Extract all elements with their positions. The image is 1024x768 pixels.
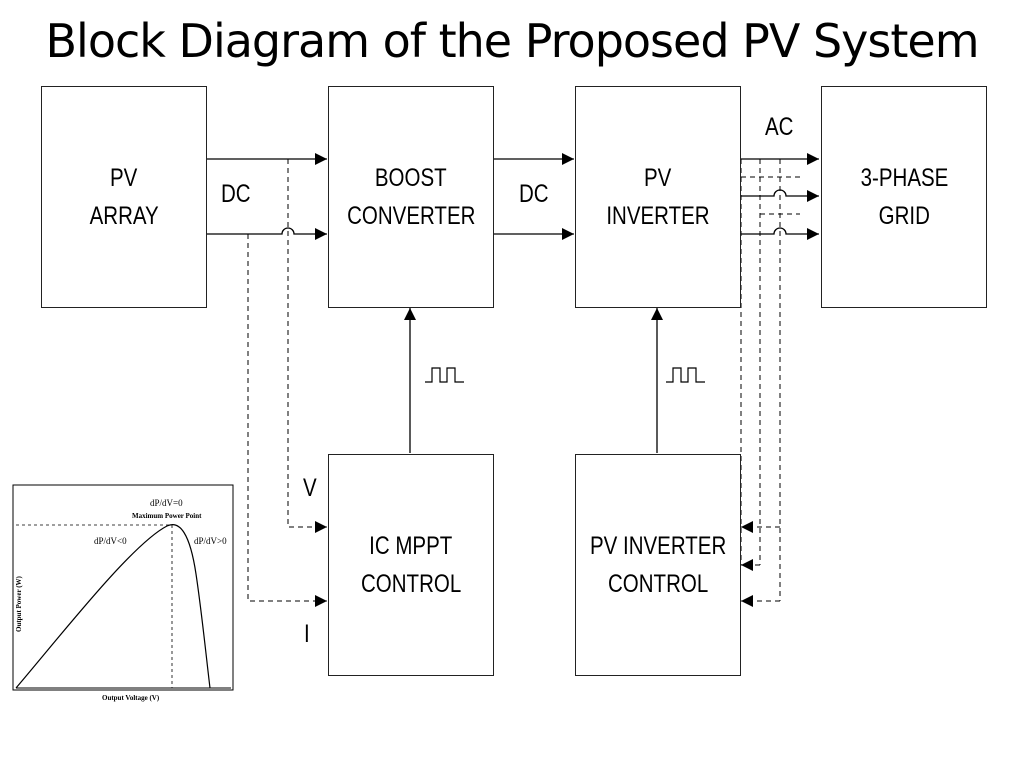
inverter-control-block: PV INVERTER CONTROL xyxy=(575,454,741,676)
pv-array-block: PV ARRAY xyxy=(41,86,207,308)
pwm-pulse-icon-2 xyxy=(666,367,705,383)
page-title: Block Diagram of the Proposed PV System xyxy=(45,14,980,68)
voltage-label: V xyxy=(303,474,317,502)
pwm-pulse-icon xyxy=(425,367,464,383)
power-curve xyxy=(15,524,211,689)
pv-curve-inset: dP/dV=0 Maximum Power Point dP/dV<0 dP/d… xyxy=(12,484,234,702)
dpdv-positive-label: dP/dV>0 xyxy=(194,536,227,546)
x-axis-label: Output Voltage (V) xyxy=(102,694,160,702)
mppt-control-block: IC MPPT CONTROL xyxy=(328,454,494,676)
dc-line-bottom xyxy=(206,227,327,240)
mpp-label: Maximum Power Point xyxy=(132,512,202,520)
ac-line-2 xyxy=(739,189,819,202)
dpdv-negative-label: dP/dV<0 xyxy=(94,536,127,546)
dpdv-zero-label: dP/dV=0 xyxy=(150,498,183,508)
grid-block: 3-PHASE GRID xyxy=(821,86,987,308)
dc-label-2: DC xyxy=(519,180,549,208)
voltage-sense-line xyxy=(287,159,327,533)
current-label: I xyxy=(304,620,310,648)
pv-inverter-block: PV INVERTER xyxy=(575,86,741,308)
y-axis-label: Output Power (W) xyxy=(15,575,23,632)
ac-label: AC xyxy=(765,113,794,141)
boost-converter-block: BOOST CONVERTER xyxy=(328,86,494,308)
ac-line-3 xyxy=(739,227,819,240)
dc-label-1: DC xyxy=(221,180,251,208)
